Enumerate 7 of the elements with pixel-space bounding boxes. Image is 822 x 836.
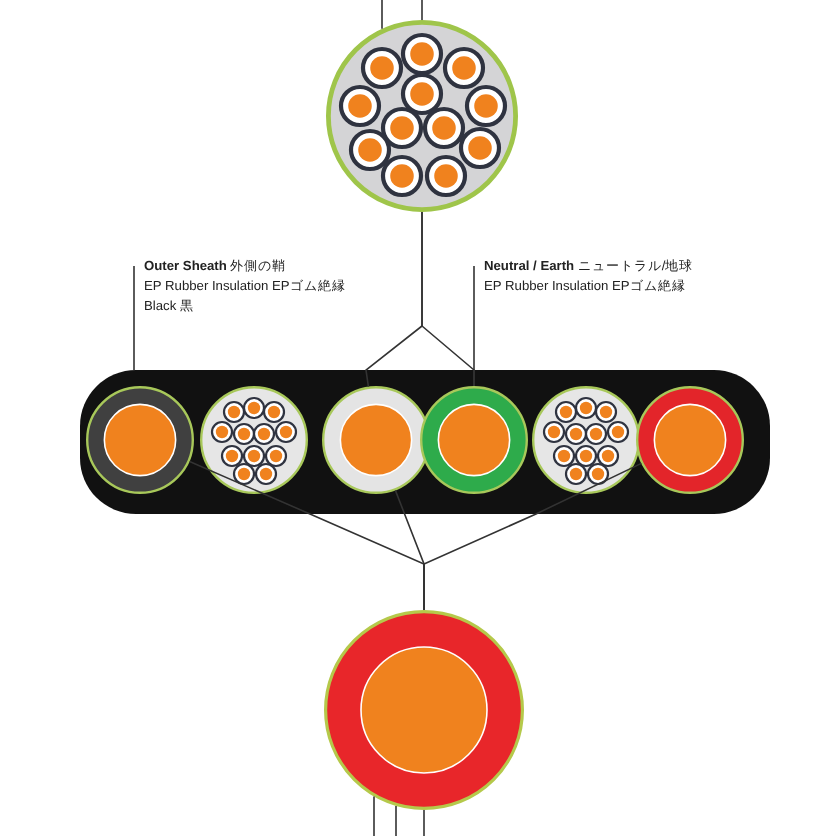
leader-line bbox=[423, 462, 643, 611]
leader-line bbox=[423, 809, 425, 836]
leader-line bbox=[133, 265, 135, 371]
leader-line bbox=[395, 805, 397, 836]
leader-line bbox=[381, 0, 383, 30]
leader-line bbox=[421, 0, 423, 21]
leader-line bbox=[373, 795, 375, 836]
